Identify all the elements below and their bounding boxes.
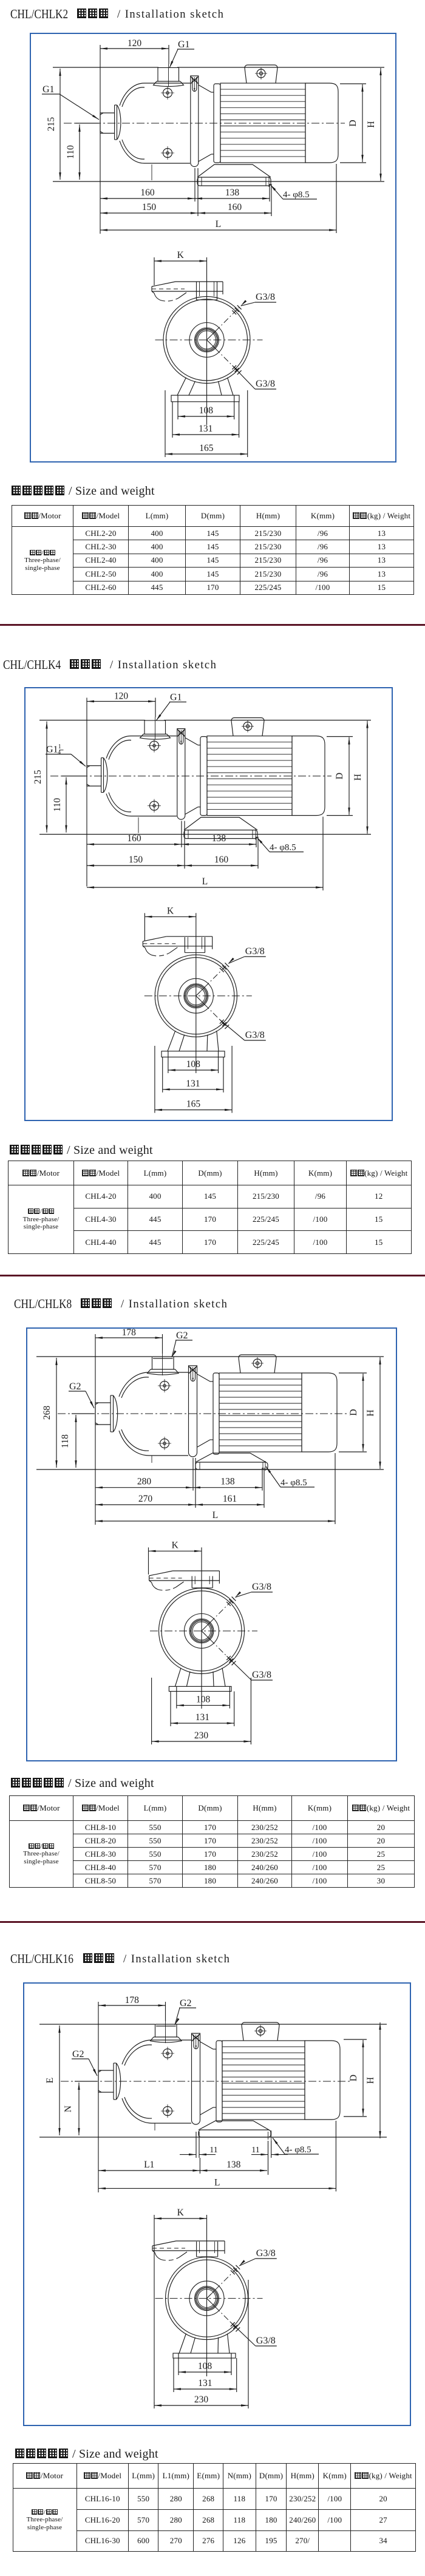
svg-text:108: 108 — [199, 405, 214, 416]
svg-text:131: 131 — [186, 1079, 200, 1089]
svg-text:G3/8: G3/8 — [256, 2248, 276, 2259]
svg-text:150: 150 — [129, 855, 143, 865]
svg-text:K: K — [177, 250, 185, 260]
svg-text:131: 131 — [195, 1712, 209, 1723]
svg-text:268: 268 — [42, 1406, 52, 1420]
svg-text:138: 138 — [212, 833, 226, 844]
svg-text:D: D — [335, 773, 345, 779]
svg-text:G3/8: G3/8 — [256, 379, 275, 389]
svg-text:4- φ8.5: 4- φ8.5 — [280, 1478, 307, 1488]
svg-text:N: N — [63, 2106, 73, 2112]
svg-text:K: K — [172, 1540, 179, 1550]
svg-text:230: 230 — [194, 1730, 209, 1741]
svg-text:230: 230 — [194, 2395, 209, 2405]
svg-text:165: 165 — [199, 443, 214, 453]
svg-text:L: L — [216, 219, 221, 229]
svg-text:178: 178 — [122, 1327, 137, 1338]
svg-text:108: 108 — [186, 1059, 201, 1069]
svg-text:D: D — [348, 1409, 359, 1415]
svg-text:110: 110 — [52, 798, 63, 812]
svg-text:215: 215 — [46, 117, 56, 132]
svg-text:L1: L1 — [144, 2160, 154, 2170]
svg-text:4- φ8.5: 4- φ8.5 — [285, 2145, 311, 2155]
svg-text:H: H — [365, 2077, 376, 2084]
svg-text:108: 108 — [196, 1695, 211, 1705]
svg-text:H: H — [366, 121, 376, 127]
svg-text:D: D — [348, 120, 358, 126]
svg-text:160: 160 — [127, 833, 141, 844]
svg-text:160: 160 — [228, 202, 242, 212]
svg-text:270: 270 — [138, 1494, 153, 1504]
svg-text:165: 165 — [186, 1099, 201, 1110]
svg-text:160: 160 — [214, 855, 229, 865]
svg-text:G3/8: G3/8 — [245, 946, 265, 957]
svg-text:D: D — [348, 2075, 359, 2081]
svg-text:138: 138 — [220, 1477, 235, 1487]
svg-text:K: K — [167, 906, 174, 916]
svg-text:11: 11 — [251, 2146, 259, 2155]
svg-text:G2: G2 — [72, 2049, 84, 2059]
svg-text:120: 120 — [114, 691, 129, 702]
svg-text:161: 161 — [223, 1494, 237, 1504]
svg-text:118: 118 — [60, 1434, 70, 1448]
svg-text:H: H — [365, 1409, 376, 1416]
svg-text:E: E — [45, 2078, 55, 2083]
svg-text:G2: G2 — [180, 1998, 192, 2008]
svg-text:215: 215 — [33, 770, 43, 784]
svg-text:131: 131 — [199, 424, 212, 434]
svg-text:178: 178 — [125, 1995, 140, 2005]
svg-text:K: K — [177, 2208, 185, 2218]
svg-text:138: 138 — [226, 2160, 241, 2170]
svg-text:G3/8: G3/8 — [245, 1030, 265, 1040]
svg-text:L: L — [212, 1510, 218, 1520]
svg-text:G3/8: G3/8 — [256, 292, 275, 302]
svg-text:G2: G2 — [69, 1381, 81, 1392]
svg-text:G3/8: G3/8 — [256, 2336, 276, 2346]
svg-text:G3/8: G3/8 — [252, 1582, 271, 1592]
svg-text:120: 120 — [127, 38, 142, 49]
svg-text:160: 160 — [140, 188, 155, 198]
svg-text:4- φ8.5: 4- φ8.5 — [283, 190, 310, 200]
svg-text:H: H — [353, 774, 363, 781]
svg-text:131: 131 — [198, 2378, 212, 2388]
svg-text:108: 108 — [198, 2361, 212, 2371]
svg-text:11: 11 — [209, 2146, 217, 2155]
svg-text:L: L — [202, 876, 208, 887]
svg-text:G3/8: G3/8 — [252, 1670, 271, 1680]
svg-text:G1: G1 — [42, 84, 55, 95]
svg-text:150: 150 — [142, 202, 157, 212]
svg-text:4- φ8.5: 4- φ8.5 — [270, 843, 296, 853]
svg-text:280: 280 — [137, 1477, 152, 1487]
svg-text:110: 110 — [66, 145, 76, 159]
svg-text:G1: G1 — [178, 39, 190, 50]
svg-text:G1: G1 — [170, 693, 182, 703]
svg-text:L: L — [214, 2177, 220, 2188]
svg-text:138: 138 — [225, 188, 240, 198]
svg-text:G2: G2 — [176, 1330, 188, 1341]
